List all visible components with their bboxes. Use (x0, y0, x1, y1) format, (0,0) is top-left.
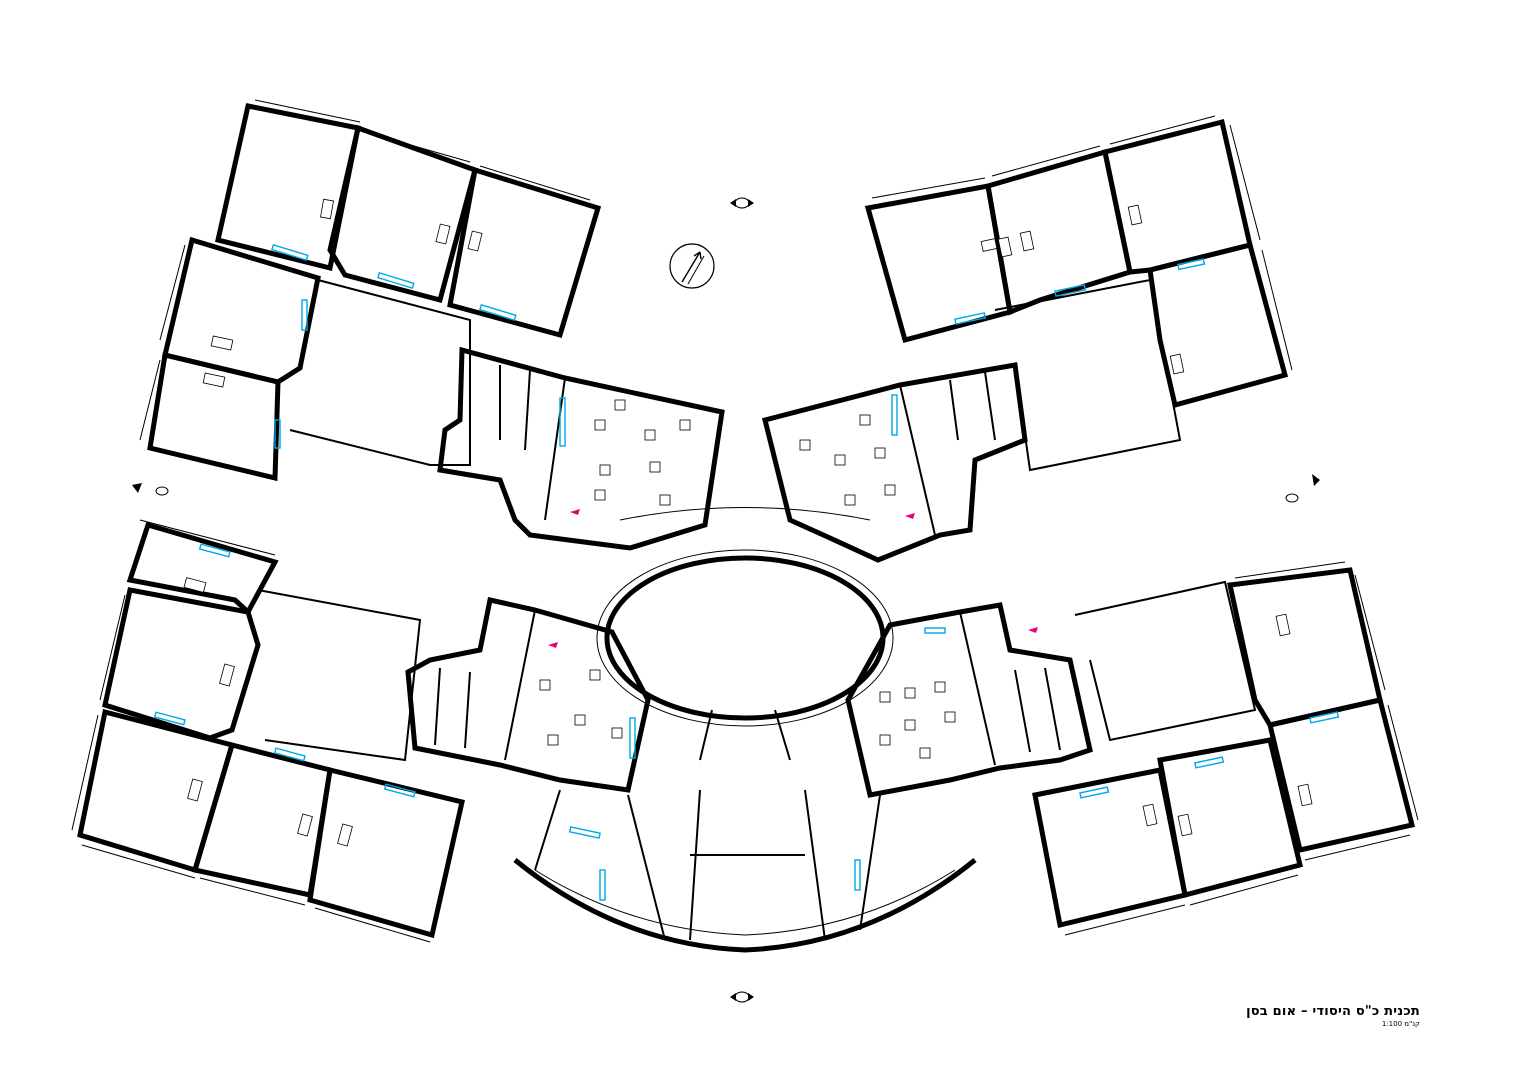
whiteboard-icon (271, 243, 517, 449)
wing-upper-right (864, 115, 1293, 472)
central-atrium (596, 507, 894, 727)
wing-lower-left (71, 519, 465, 943)
fire-extinguisher-icon (548, 642, 558, 648)
fire-extinguisher-icon (905, 513, 915, 519)
north-arrow-icon (669, 243, 715, 289)
block-upper-right-center (761, 362, 1028, 563)
fire-extinguisher-icon (570, 509, 580, 515)
whiteboard-icon (153, 543, 416, 798)
title-block: תכנית כ"ס היסודי – אום בסן קנ"מ 1:100 (1246, 1004, 1420, 1028)
drawing-scale: קנ"מ 1:100 (1381, 1020, 1420, 1028)
whiteboard-icon (1079, 711, 1340, 799)
section-marker-icon (132, 197, 1320, 1003)
wing-lower-right (1032, 561, 1419, 936)
block-lower-right-center (845, 602, 1093, 798)
block-upper-left-center (437, 346, 725, 551)
block-lower-arc (513, 709, 977, 953)
block-lower-left-center (405, 597, 651, 793)
drawing-title: תכנית כ"ס היסודי – אום בסן (1246, 1004, 1420, 1019)
fire-extinguisher-icon (1028, 627, 1038, 633)
whiteboard-icon (954, 258, 1206, 325)
wing-upper-left (139, 99, 602, 482)
